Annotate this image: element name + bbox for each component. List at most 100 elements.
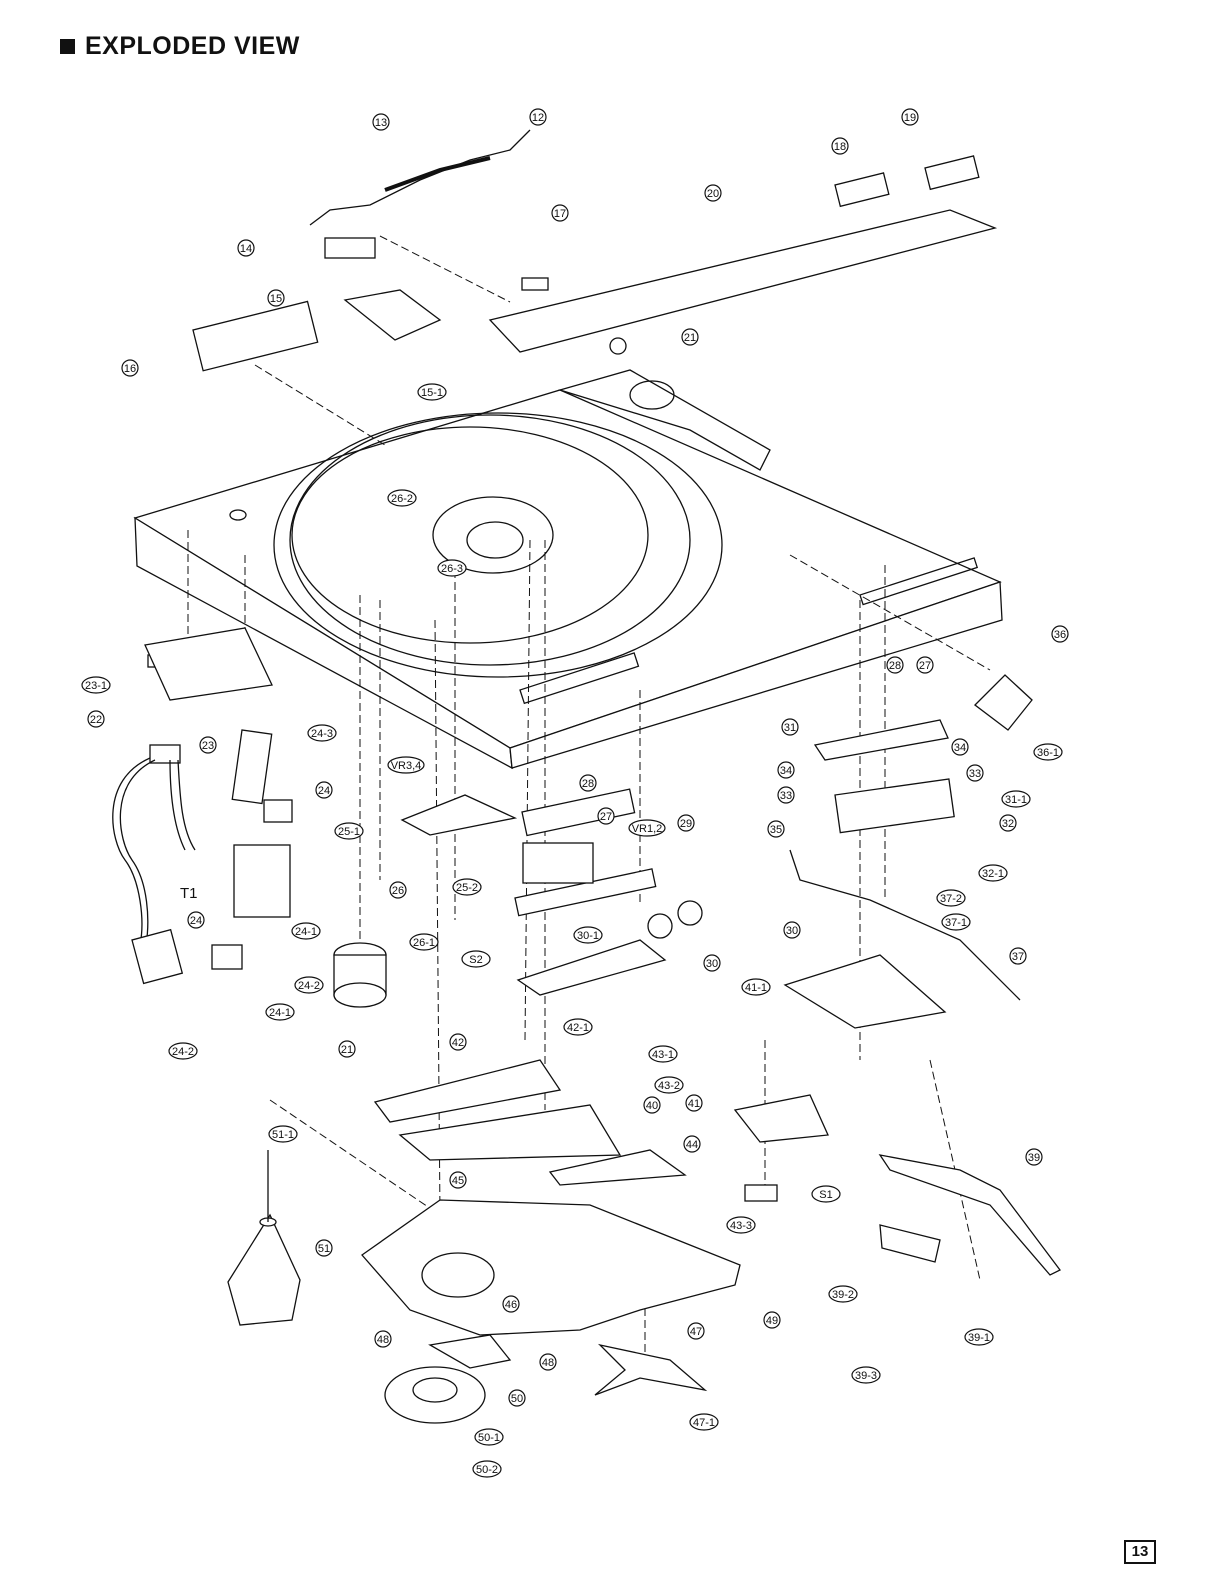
svg-text:24-1: 24-1 (269, 1007, 291, 1019)
svg-text:24-2: 24-2 (172, 1046, 194, 1058)
switch-block (834, 778, 955, 834)
front-panel-strip (488, 155, 998, 355)
callout: 24-1 (265, 1003, 295, 1021)
svg-text:23-1: 23-1 (85, 680, 107, 692)
svg-text:41-1: 41-1 (745, 982, 767, 994)
bottom-plate-left (144, 627, 273, 701)
svg-text:28: 28 (582, 778, 594, 790)
turntable-base (133, 369, 1003, 770)
svg-text:27: 27 (919, 660, 931, 672)
callout: 26 (389, 881, 407, 899)
callout: 33 (966, 764, 984, 782)
svg-text:39-1: 39-1 (968, 1332, 990, 1344)
svg-text:33: 33 (969, 768, 981, 780)
plate-30 (783, 954, 947, 1029)
svg-text:37-1: 37-1 (945, 917, 967, 929)
callout: 29 (677, 814, 695, 832)
svg-text:28: 28 (889, 660, 901, 672)
power-cord (112, 654, 196, 985)
svg-text:21: 21 (341, 1044, 353, 1056)
svg-text:25-2: 25-2 (456, 882, 478, 894)
svg-text:49: 49 (766, 1315, 778, 1327)
callout: S1 (811, 1185, 841, 1203)
label-sheet (192, 300, 319, 372)
callout: 31 (781, 718, 799, 736)
callout: 24-3 (307, 724, 337, 742)
callout: 50 (508, 1389, 526, 1407)
svg-text:16: 16 (124, 363, 136, 375)
svg-text:43-3: 43-3 (730, 1220, 752, 1232)
svg-text:24-2: 24-2 (298, 980, 320, 992)
svg-text:T1: T1 (180, 885, 198, 902)
callout: 41 (685, 1094, 703, 1112)
svg-text:15: 15 (270, 293, 282, 305)
callout: 34 (951, 738, 969, 756)
svg-text:39-3: 39-3 (855, 1370, 877, 1382)
svg-text:44: 44 (686, 1139, 698, 1151)
svg-text:26-2: 26-2 (391, 493, 413, 505)
callout: 15-1 (417, 383, 447, 401)
callout: 42 (449, 1033, 467, 1051)
callout: S2 (461, 950, 491, 968)
svg-text:34: 34 (954, 742, 966, 754)
callout: 40 (643, 1096, 661, 1114)
svg-text:51: 51 (318, 1243, 330, 1255)
lever-39 (878, 1154, 1061, 1276)
title-bullet-icon (60, 39, 75, 54)
svg-text:24-1: 24-1 (295, 926, 317, 938)
title-text: EXPLODED VIEW (85, 32, 300, 60)
callout: 34 (777, 761, 795, 779)
svg-text:30: 30 (786, 925, 798, 937)
callout: 22 (87, 710, 105, 728)
callout: 36 (1051, 625, 1069, 643)
callout: 14 (237, 239, 255, 257)
callout: 28 (579, 774, 597, 792)
svg-text:33: 33 (780, 790, 792, 802)
callout: 48 (374, 1330, 392, 1348)
lever-48 (428, 1334, 512, 1369)
callout: 48 (539, 1353, 557, 1371)
svg-text:19: 19 (904, 112, 916, 124)
callout: 43-1 (648, 1045, 678, 1063)
svg-text:VR1,2: VR1,2 (632, 823, 663, 835)
svg-text:32-1: 32-1 (982, 868, 1004, 880)
callout: 17 (551, 204, 569, 222)
spindle-51 (227, 1150, 301, 1326)
callout: 23 (199, 736, 217, 754)
svg-text:12: 12 (532, 112, 544, 124)
callout: 27 (916, 656, 934, 674)
svg-text:31: 31 (784, 722, 796, 734)
switch-board-s2 (516, 939, 667, 996)
svg-text:50-2: 50-2 (476, 1464, 498, 1476)
svg-text:35: 35 (770, 824, 782, 836)
svg-text:18: 18 (834, 141, 846, 153)
callout: 37-2 (936, 889, 966, 907)
callout: 47-1 (689, 1413, 719, 1431)
svg-text:31-1: 31-1 (1005, 794, 1027, 806)
callout: 50-2 (472, 1460, 502, 1478)
svg-text:47: 47 (690, 1326, 702, 1338)
callout: 32-1 (978, 864, 1008, 882)
callout: 26-1 (409, 933, 439, 951)
motor (333, 942, 387, 1008)
callout: 39-3 (851, 1366, 881, 1384)
connector-24-b (211, 944, 243, 970)
page-number: 13 (1124, 1540, 1156, 1564)
control-pcb (514, 788, 703, 939)
lever-37 (789, 849, 1021, 1001)
callout: 16 (121, 359, 139, 377)
callout: 33 (777, 786, 795, 804)
callout: 39-2 (828, 1285, 858, 1303)
svg-text:37: 37 (1012, 951, 1024, 963)
callout: 21 (338, 1040, 356, 1058)
callout: 42-1 (563, 1018, 593, 1036)
callout: VR1,2 (628, 819, 666, 837)
callout: 24-2 (294, 976, 324, 994)
plate-31 (813, 719, 949, 761)
svg-text:14: 14 (240, 243, 252, 255)
callout: 45 (449, 1171, 467, 1189)
svg-text:50: 50 (511, 1393, 523, 1405)
svg-text:25-1: 25-1 (338, 826, 360, 838)
svg-text:S1: S1 (819, 1189, 832, 1201)
callout: 32 (999, 814, 1017, 832)
